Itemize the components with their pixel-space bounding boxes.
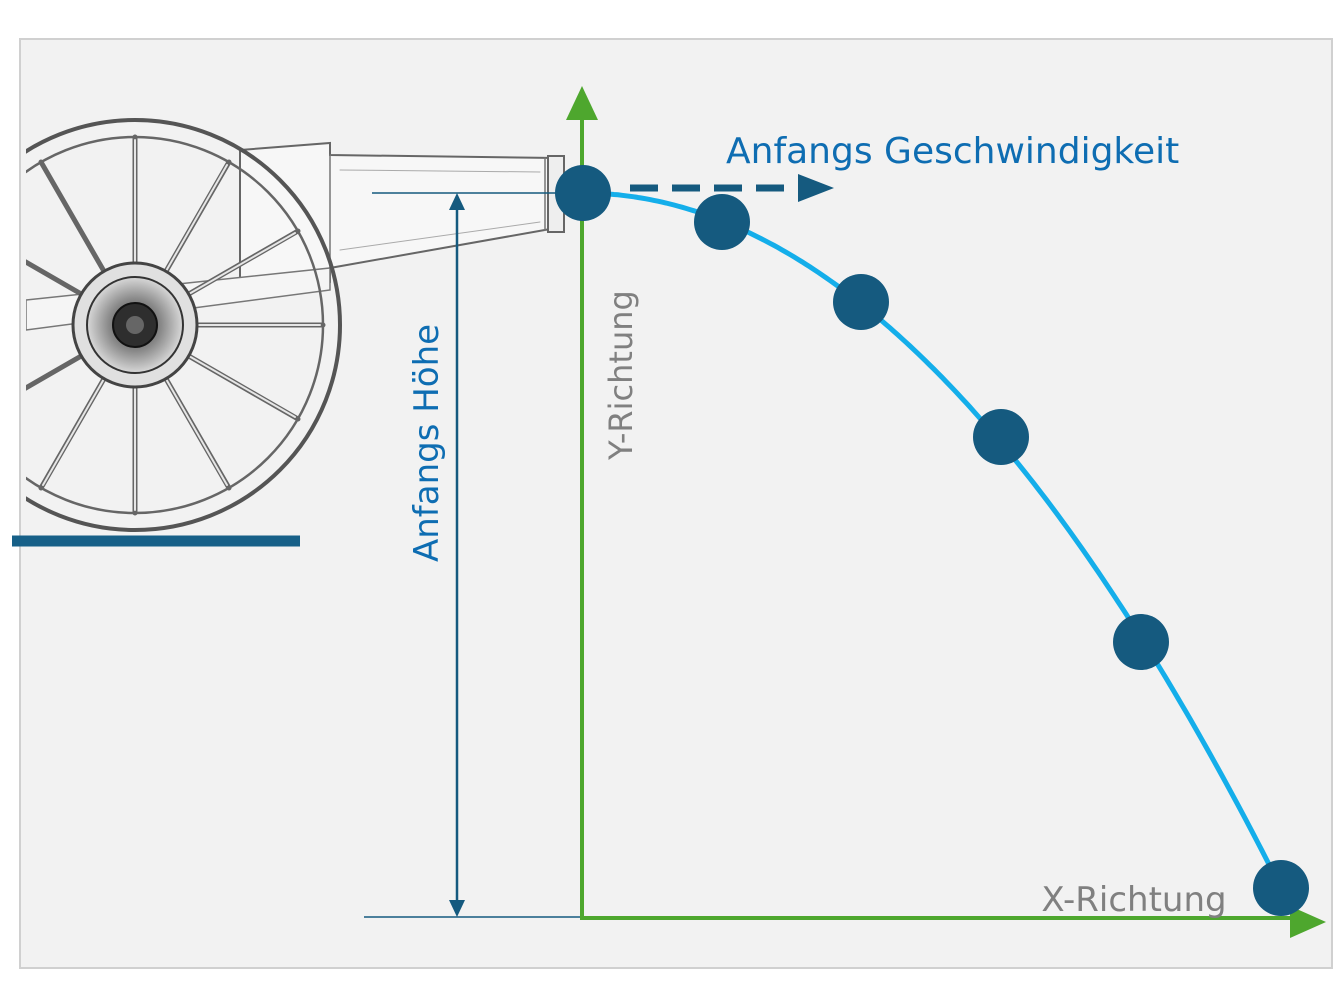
height-arrow-down-icon xyxy=(449,900,465,917)
cannon-illustration xyxy=(26,118,565,532)
velocity-arrowhead-icon xyxy=(798,174,834,202)
projectile-positions xyxy=(555,165,1309,916)
axes xyxy=(566,86,1326,938)
initial-velocity-arrow xyxy=(630,174,834,202)
initial-height-label: Anfangs Höhe xyxy=(407,324,447,562)
height-arrow-up-icon xyxy=(449,193,465,210)
y-axis-arrow-icon xyxy=(566,86,598,120)
projectile-dot xyxy=(833,274,889,330)
x-direction-label: X-Richtung xyxy=(1041,880,1226,920)
projectile-dot xyxy=(694,194,750,250)
projectile-dot xyxy=(555,165,611,221)
initial-height-marker xyxy=(364,192,582,918)
y-direction-label: Y-Richtung xyxy=(602,290,640,461)
x-axis-arrow-icon xyxy=(1290,906,1326,938)
projectile-dot xyxy=(973,409,1029,465)
projectile-dot xyxy=(1113,614,1169,670)
initial-velocity-label: Anfangs Geschwindigkeit xyxy=(726,131,1179,172)
projectile-dot xyxy=(1253,860,1309,916)
